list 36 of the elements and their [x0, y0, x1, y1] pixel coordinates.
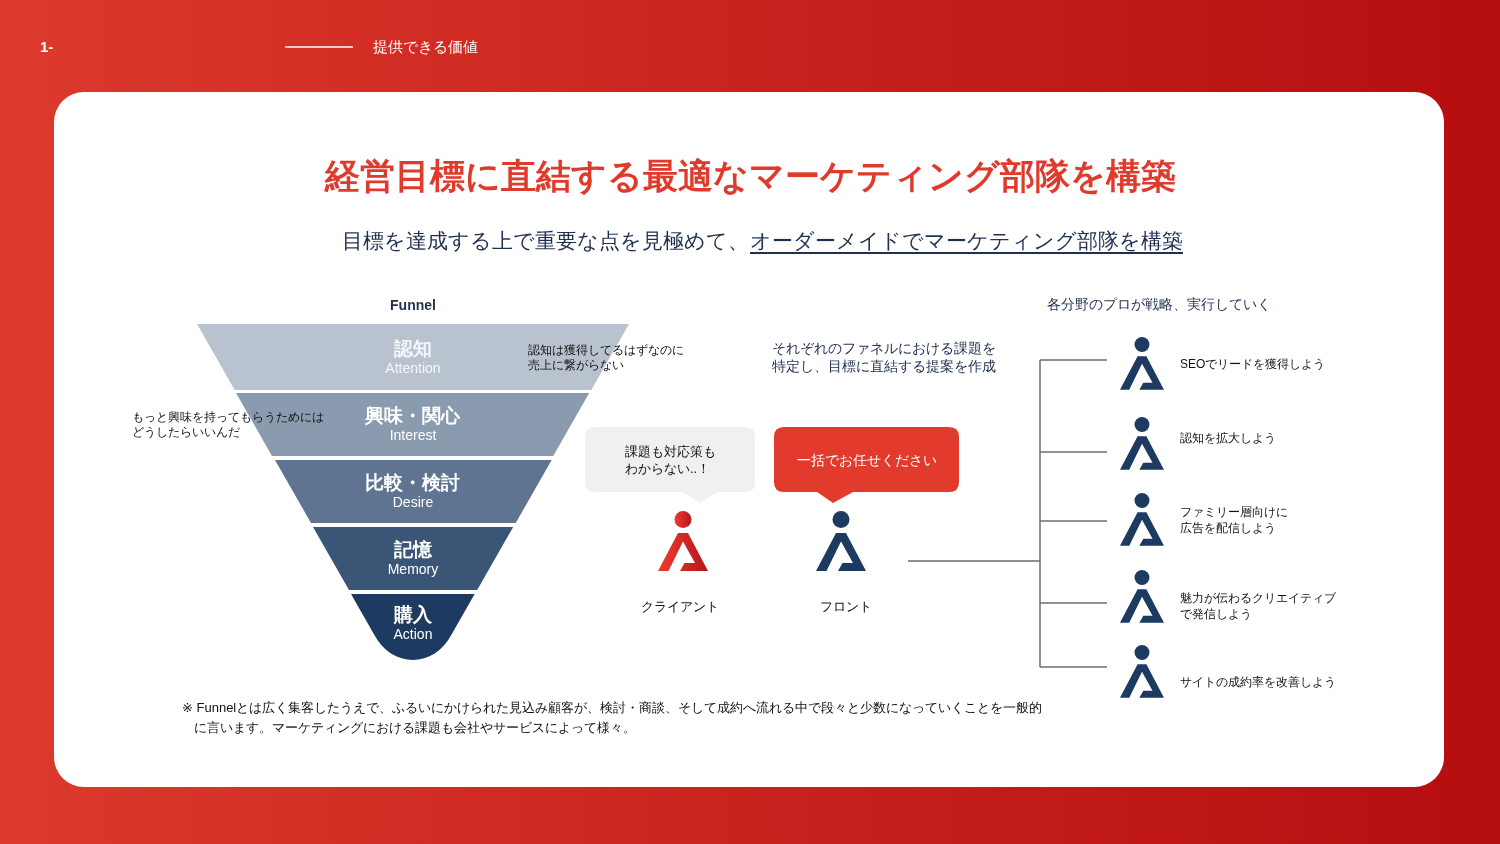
description-text: それぞれのファネルにおける課題を特定し、目標に直結する提案を作成 [772, 339, 997, 375]
subtitle-text: 目標を達成する上で重要な点を見極めて、 [342, 228, 749, 254]
connector-line [1039, 359, 1108, 361]
stage-subtitle: Action [393, 625, 433, 643]
annotation-text: もっと興味を持ってもらうためにはどうしたらいいんだ [132, 410, 325, 440]
stage-title: 興味・関心 [365, 405, 461, 427]
stage-title: 比較・検討 [365, 472, 461, 494]
connector-line [907, 359, 1041, 668]
task-text: サイトの成約率を改善しよう [1180, 674, 1336, 690]
section-number: 1- [40, 38, 54, 56]
task-text: ファミリー層向けに広告を配信しよう [1180, 504, 1289, 536]
connector-line [1039, 520, 1108, 522]
stage-subtitle: Attention [385, 359, 441, 377]
connector-line [1039, 602, 1108, 604]
annotation-text: 認知は獲得してるはずなのに売上に繋がらない [528, 343, 685, 373]
bubble-text: 一括でお任せください [796, 451, 937, 468]
task-text: 認知を拡大しよう [1180, 430, 1276, 446]
person-label: クライアント [641, 599, 719, 615]
description-text: 各分野のプロが戦略、実行していく [1047, 295, 1271, 313]
subtitle-emphasis: オーダーメイドでマーケティング部隊を構築 [750, 228, 1183, 254]
footnote-text: ※ Funnelとは広く集客したうえで、ふるいにかけられた見込み顧客が、検討・商談、そして成約へ流れる中で段々と少数になっていくことを一般的に言います。マーケティングにおける課題も会社やサービスによって様々。 [182, 699, 1044, 737]
bubble-text: 課題も対応策もわからない..！ [625, 443, 717, 477]
page-title: 経営目標に直結する最適なマーケティング部隊を構築 [324, 155, 1176, 197]
stage-subtitle: Memory [387, 561, 439, 578]
connector-line [1039, 451, 1108, 453]
connector-line [1039, 666, 1108, 668]
task-text: SEOでリードを獲得しよう [1180, 356, 1326, 372]
stage-title: 認知 [394, 337, 432, 360]
stage-title: 記憶 [394, 539, 432, 561]
stage-subtitle: Desire [392, 494, 434, 511]
stage-title: 購入 [394, 603, 432, 626]
funnel-heading: Funnel [390, 297, 436, 314]
person-label: フロント [820, 599, 872, 615]
task-text: 魅力が伝わるクリエイティブで発信しよう [1180, 590, 1337, 622]
section-title: 提供できる価値 [373, 38, 478, 56]
stage-subtitle: Interest [389, 427, 437, 444]
